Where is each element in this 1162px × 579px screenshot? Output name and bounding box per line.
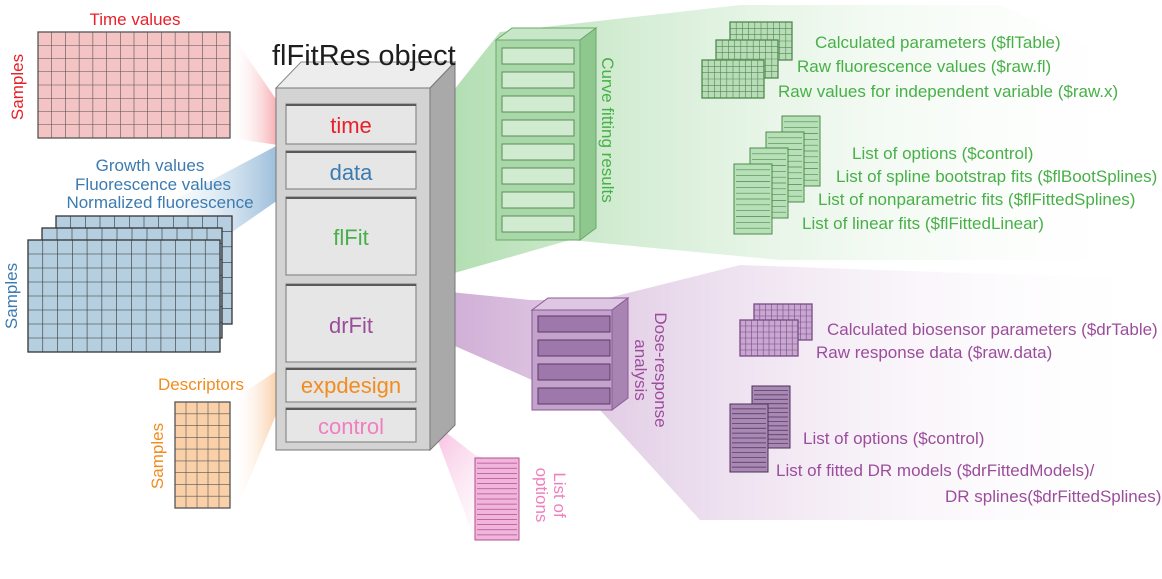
time-matrix: [37, 31, 231, 139]
dr-stack-drawer: [537, 387, 611, 405]
dose-response-label-0: Dose-response: [651, 312, 670, 427]
diagram-title: flFitRes object: [272, 40, 456, 72]
cf-stack-drawer: [501, 119, 575, 137]
left-inputs: [27, 31, 233, 509]
cf-stack-front: [495, 39, 581, 241]
cf-list-label-0: List of options ($control): [852, 144, 1033, 163]
control-options-label-1: options: [532, 468, 551, 523]
dr-list-1: [729, 403, 769, 473]
cf-stack-drawer: [501, 191, 575, 209]
cf-table-2: [701, 59, 765, 99]
cf-stack-side: [579, 27, 597, 241]
cf-table-label-1: Raw fluorescence values ($raw.fl): [797, 57, 1051, 76]
cf-list-label-3: List of linear fits ($flFittedLinear): [802, 214, 1044, 233]
descriptors-cone: [232, 370, 278, 520]
cf-list-label-1: List of spline bootstrap fits ($flBootSp…: [836, 167, 1157, 186]
curve-fitting-label: Curve fitting results: [598, 57, 617, 203]
cf-stack-drawer: [501, 71, 575, 89]
time-cone: [230, 32, 278, 145]
cf-table-label-0: Calculated parameters ($flTable): [815, 33, 1061, 52]
flfitres-box: [274, 60, 457, 452]
slot-flFit: [285, 196, 417, 276]
cf-list-3: [733, 163, 773, 235]
cf-stack-drawer: [501, 215, 575, 233]
dr-list-label-1: List of fitted DR models ($drFittedModel…: [776, 461, 1095, 480]
slot-flfit-label: flFit: [333, 225, 368, 250]
data-cone: [140, 145, 278, 232]
time-samples-label: Samples: [8, 54, 27, 120]
fluorescence-values-label: Fluorescence values: [75, 175, 231, 194]
dr-table-label-1: Raw response data ($raw.data): [816, 343, 1052, 362]
slot-control-label: control: [318, 414, 384, 439]
descriptors-samples-label: Samples: [148, 423, 167, 489]
growth-values-label: Growth values: [96, 156, 205, 175]
dr-list-label-0: List of options ($control): [803, 429, 984, 448]
dr-stack-drawer: [537, 315, 611, 333]
dr-list-label-2: DR splines($drFittedSplines): [945, 487, 1161, 506]
slot-time-label: time: [330, 113, 372, 138]
slot-drFit: [285, 283, 417, 363]
control-options-label-0: List of: [550, 472, 569, 518]
descriptors-matrix: [174, 401, 231, 509]
cf-stack-drawer: [501, 167, 575, 185]
data-matrix-front: [27, 239, 221, 353]
right-outputs: [474, 21, 821, 541]
dr-table-label-0: Calculated biosensor parameters ($drTabl…: [827, 320, 1158, 339]
descriptors-label: Descriptors: [158, 375, 244, 394]
descriptors-matrix-frame: [174, 401, 231, 509]
dr-stack-drawer: [537, 339, 611, 357]
dr-table-1: [739, 319, 799, 357]
normalized-fluorescence-label: Normalized fluorescence: [66, 193, 253, 212]
cf-table-label-2: Raw values for independent variable ($ra…: [778, 82, 1118, 101]
slot-drfit-label: drFit: [329, 313, 373, 338]
cf-stack-drawer: [501, 95, 575, 113]
control-options-list: [474, 457, 520, 541]
dr-stack-drawer: [537, 363, 611, 381]
cf-list-label-2: List of nonparametric fits ($flFittedSpl…: [818, 190, 1135, 209]
time-values-label: Time values: [89, 10, 180, 29]
dose-response-label-1: analysis: [631, 339, 650, 400]
data-samples-label: Samples: [2, 263, 21, 329]
cf-stack-top: [494, 27, 598, 41]
slot-expdesign-label: expdesign: [301, 373, 401, 398]
slot-control: [285, 407, 417, 443]
slot-time: [285, 103, 417, 145]
dr-stack-side: [611, 297, 629, 411]
box-side-face: [429, 60, 456, 452]
cf-stack-drawer: [501, 47, 575, 65]
slot-data-label: data: [330, 160, 374, 185]
cf-stack-drawer: [501, 143, 575, 161]
